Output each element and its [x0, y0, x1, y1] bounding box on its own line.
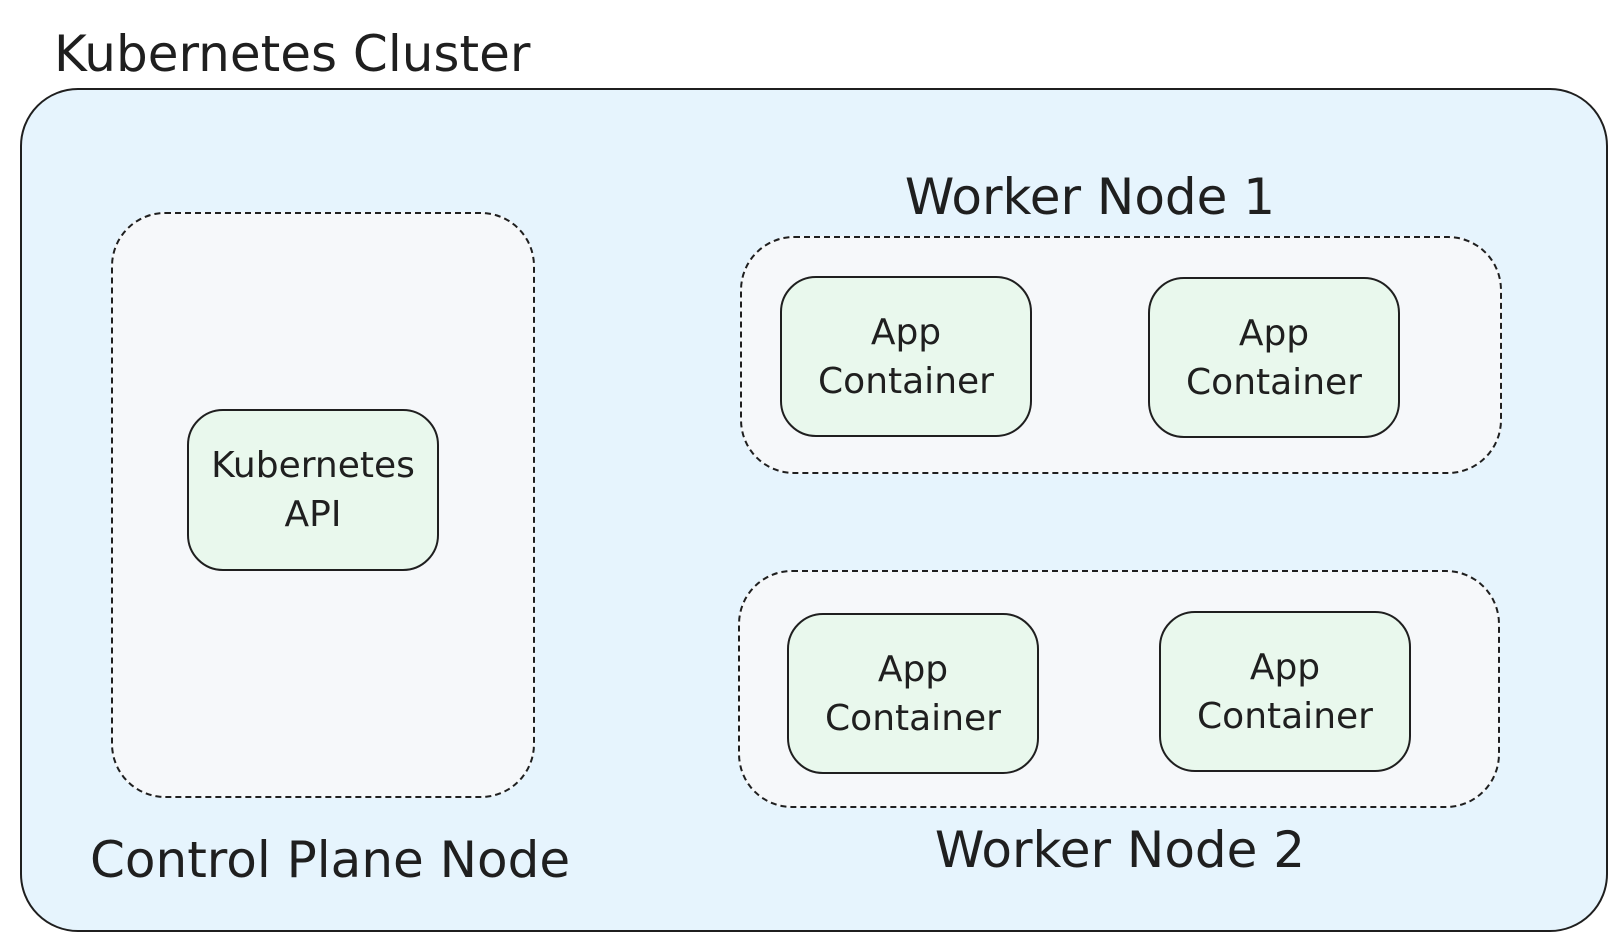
container-line2: Container [1186, 361, 1362, 403]
worker2-app-container-2: App Container [1159, 611, 1411, 772]
worker1-app-container-2: App Container [1148, 277, 1400, 438]
kubernetes-api-component: Kubernetes API [187, 409, 439, 571]
container-line1: App [1238, 312, 1310, 354]
worker1-app-container-1: App Container [780, 276, 1032, 437]
container-line2: Container [818, 360, 994, 402]
kubernetes-api-line2: API [284, 494, 342, 535]
control-plane-label: Control Plane Node [90, 831, 571, 889]
kubernetes-api-line1: Kubernetes [211, 445, 415, 486]
worker-node-1-label: Worker Node 1 [904, 168, 1276, 226]
container-line1: App [1249, 646, 1321, 688]
container-line1: App [870, 311, 942, 353]
container-line2: Container [825, 697, 1001, 739]
cluster-title: Kubernetes Cluster [54, 25, 531, 83]
container-line2: Container [1197, 695, 1373, 737]
worker2-app-container-1: App Container [787, 613, 1039, 774]
worker-node-2-label: Worker Node 2 [934, 821, 1306, 879]
container-line1: App [877, 648, 949, 690]
